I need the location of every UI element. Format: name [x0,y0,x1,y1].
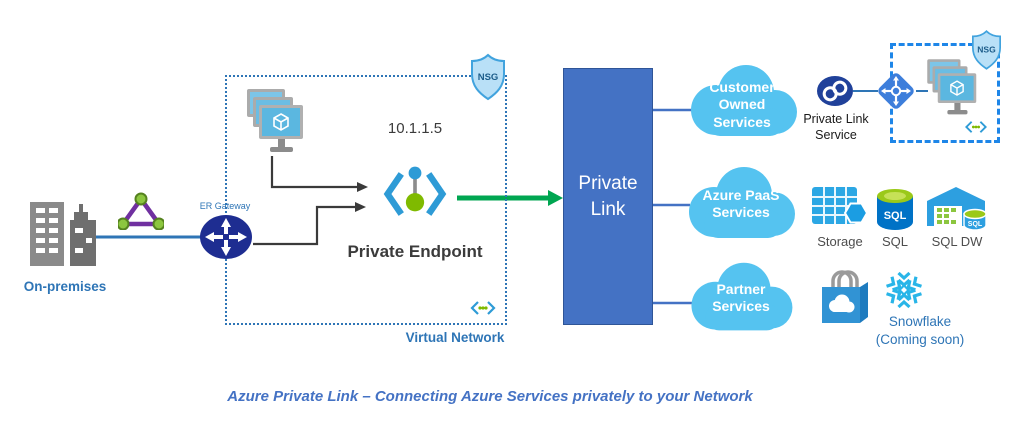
snowflake-icon [886,271,922,309]
private-link-service-label: Private Link Service [803,112,869,143]
storage-label: Storage [817,234,863,249]
nsg-label: NSG [478,72,499,83]
sql-dw-icon: SQL [927,187,987,231]
private-endpoint-label: Private Endpoint [347,242,483,261]
sql-database-icon: SQL [877,189,913,230]
virtual-network-icon [470,301,496,315]
sql-dw-icon-text: SQL [968,221,983,228]
expressroute-circuit-icon [118,192,164,230]
sql-label: SQL [881,234,908,249]
load-balancer-icon [878,73,914,109]
marketplace-bag-icon [822,270,868,323]
nsg-shield-icon: NSG [471,53,505,101]
customer-owned-cloud-icon [691,65,797,136]
diagram-caption: Azure Private Link – Connecting Azure Se… [227,388,753,405]
azure-paas-cloud-icon [689,167,795,238]
private-link-box: Private Link [563,68,653,325]
nsg-label-right: NSG [977,45,996,55]
sql-dw-label: SQL DW [931,234,983,249]
virtual-machines-icon [247,89,303,152]
azure-paas-cloud-label: Azure PaaS Services [702,186,780,221]
virtual-network-label: Virtual Network [405,330,505,345]
sql-icon-text: SQL [884,210,907,222]
private-endpoint-icon [383,166,447,216]
provider-virtual-machines-icon [927,59,977,115]
on-premises-buildings-icon [30,202,96,266]
private-link-service-icon [817,76,853,106]
private-endpoint-ip: 10.1.1.5 [387,120,443,137]
on-premises-label: On-premises [23,279,107,294]
er-gateway-icon [200,215,252,259]
provider-virtual-network-icon [965,121,987,133]
partner-services-cloud-label: Partner Services [712,280,770,315]
storage-icon [812,187,868,224]
er-gateway-label: ER Gateway [199,201,251,211]
virtual-network-boundary [225,75,507,325]
customer-owned-cloud-label: Customer Owned Services [709,78,775,130]
nsg-shield-icon-right: NSG [972,30,1001,70]
partner-services-cloud-icon [691,262,793,331]
snowflake-label: Snowflake (Coming soon) [875,314,965,347]
